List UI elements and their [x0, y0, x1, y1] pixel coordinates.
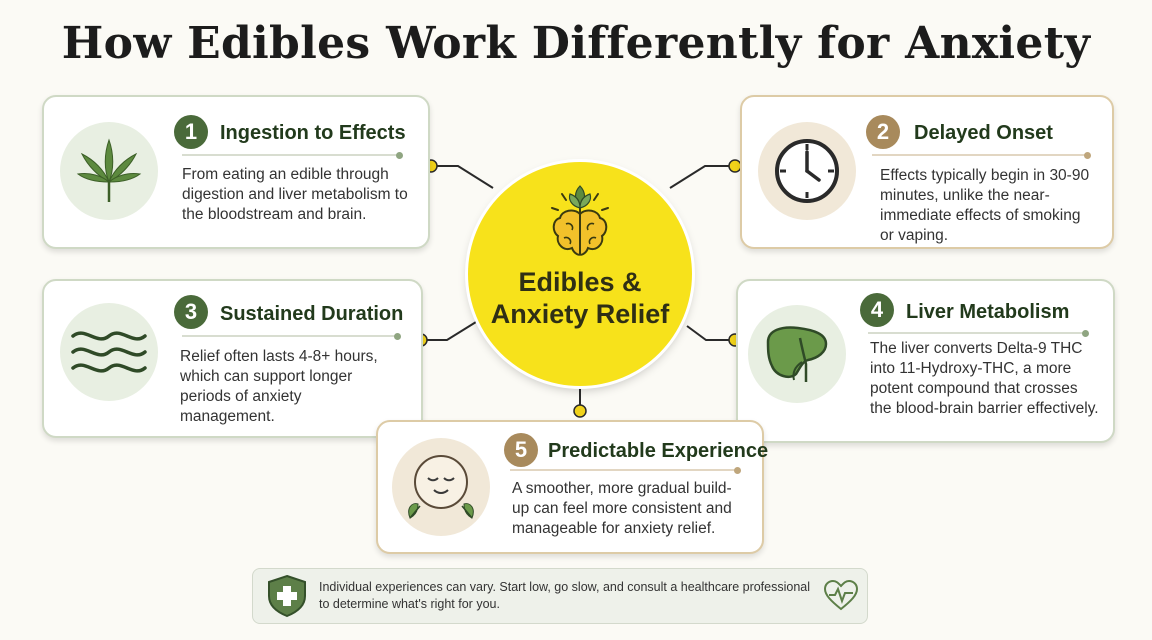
step-card-4: 4 Liver Metabolism The liver converts De…	[736, 279, 1115, 443]
step-card-1: 1 Ingestion to Effects From eating an ed…	[42, 95, 430, 249]
connector-dot-5	[573, 404, 587, 418]
step-description: Effects typically begin in 30-90 minutes…	[880, 167, 1090, 244]
divider	[868, 332, 1084, 334]
step-number-badge: 1	[174, 115, 208, 149]
icon-badge	[748, 305, 846, 403]
step-card-5: 5 Predictable Experience A smoother, mor…	[376, 420, 768, 554]
waves-icon	[71, 331, 147, 373]
liver-icon	[766, 326, 828, 382]
step-number-badge: 5	[504, 433, 538, 467]
divider	[510, 469, 736, 471]
disclaimer-banner: Individual experiences can vary. Start l…	[252, 568, 868, 624]
divider-dot	[1084, 152, 1091, 159]
page-title: How Edibles Work Differently for Anxiety	[61, 18, 1091, 69]
step-description: A smoother, more gradual build-up can fe…	[512, 480, 732, 537]
step-number-badge: 2	[866, 115, 900, 149]
clock-icon	[775, 139, 839, 203]
divider-dot	[1082, 330, 1089, 337]
brain-sprout-icon	[551, 185, 609, 256]
calm-face-icon	[408, 455, 474, 519]
step-title: Liver Metabolism	[906, 301, 1070, 323]
divider	[182, 154, 400, 156]
step-description: From eating an edible through digestion …	[182, 166, 408, 223]
heart-pulse-icon	[823, 579, 859, 611]
center-title-line-1: Edibles &	[518, 267, 642, 297]
shield-cross-icon	[268, 574, 306, 618]
step-title: Ingestion to Effects	[220, 122, 406, 144]
step-card-3: 3 Sustained Duration Relief often lasts …	[42, 279, 423, 438]
step-description: Relief often lasts 4-8+ hours, which can…	[180, 348, 378, 425]
disclaimer-text: Individual experiences can vary. Start l…	[319, 580, 811, 611]
center-hub: Edibles & Anxiety Relief	[468, 162, 692, 386]
icon-badge	[60, 122, 158, 220]
icon-badge	[60, 303, 158, 401]
center-title-line-2: Anxiety Relief	[490, 299, 670, 329]
step-title: Predictable Experience	[548, 440, 769, 462]
icon-badge	[392, 438, 490, 536]
step-number-badge: 3	[174, 295, 208, 329]
step-title: Delayed Onset	[914, 122, 1053, 144]
step-title: Sustained Duration	[220, 303, 404, 325]
center-title: Edibles & Anxiety Relief	[468, 266, 692, 330]
step-number-badge: 4	[860, 293, 894, 327]
step-description: The liver converts Delta-9 THC into 11-H…	[870, 340, 1099, 417]
icon-badge	[758, 122, 856, 220]
step-card-2: 2 Delayed Onset Effects typically begin …	[740, 95, 1114, 249]
divider	[872, 154, 1086, 156]
divider-dot	[394, 333, 401, 340]
divider-dot	[734, 467, 741, 474]
cannabis-leaf-icon	[76, 138, 142, 202]
divider-dot	[396, 152, 403, 159]
divider	[182, 335, 396, 337]
